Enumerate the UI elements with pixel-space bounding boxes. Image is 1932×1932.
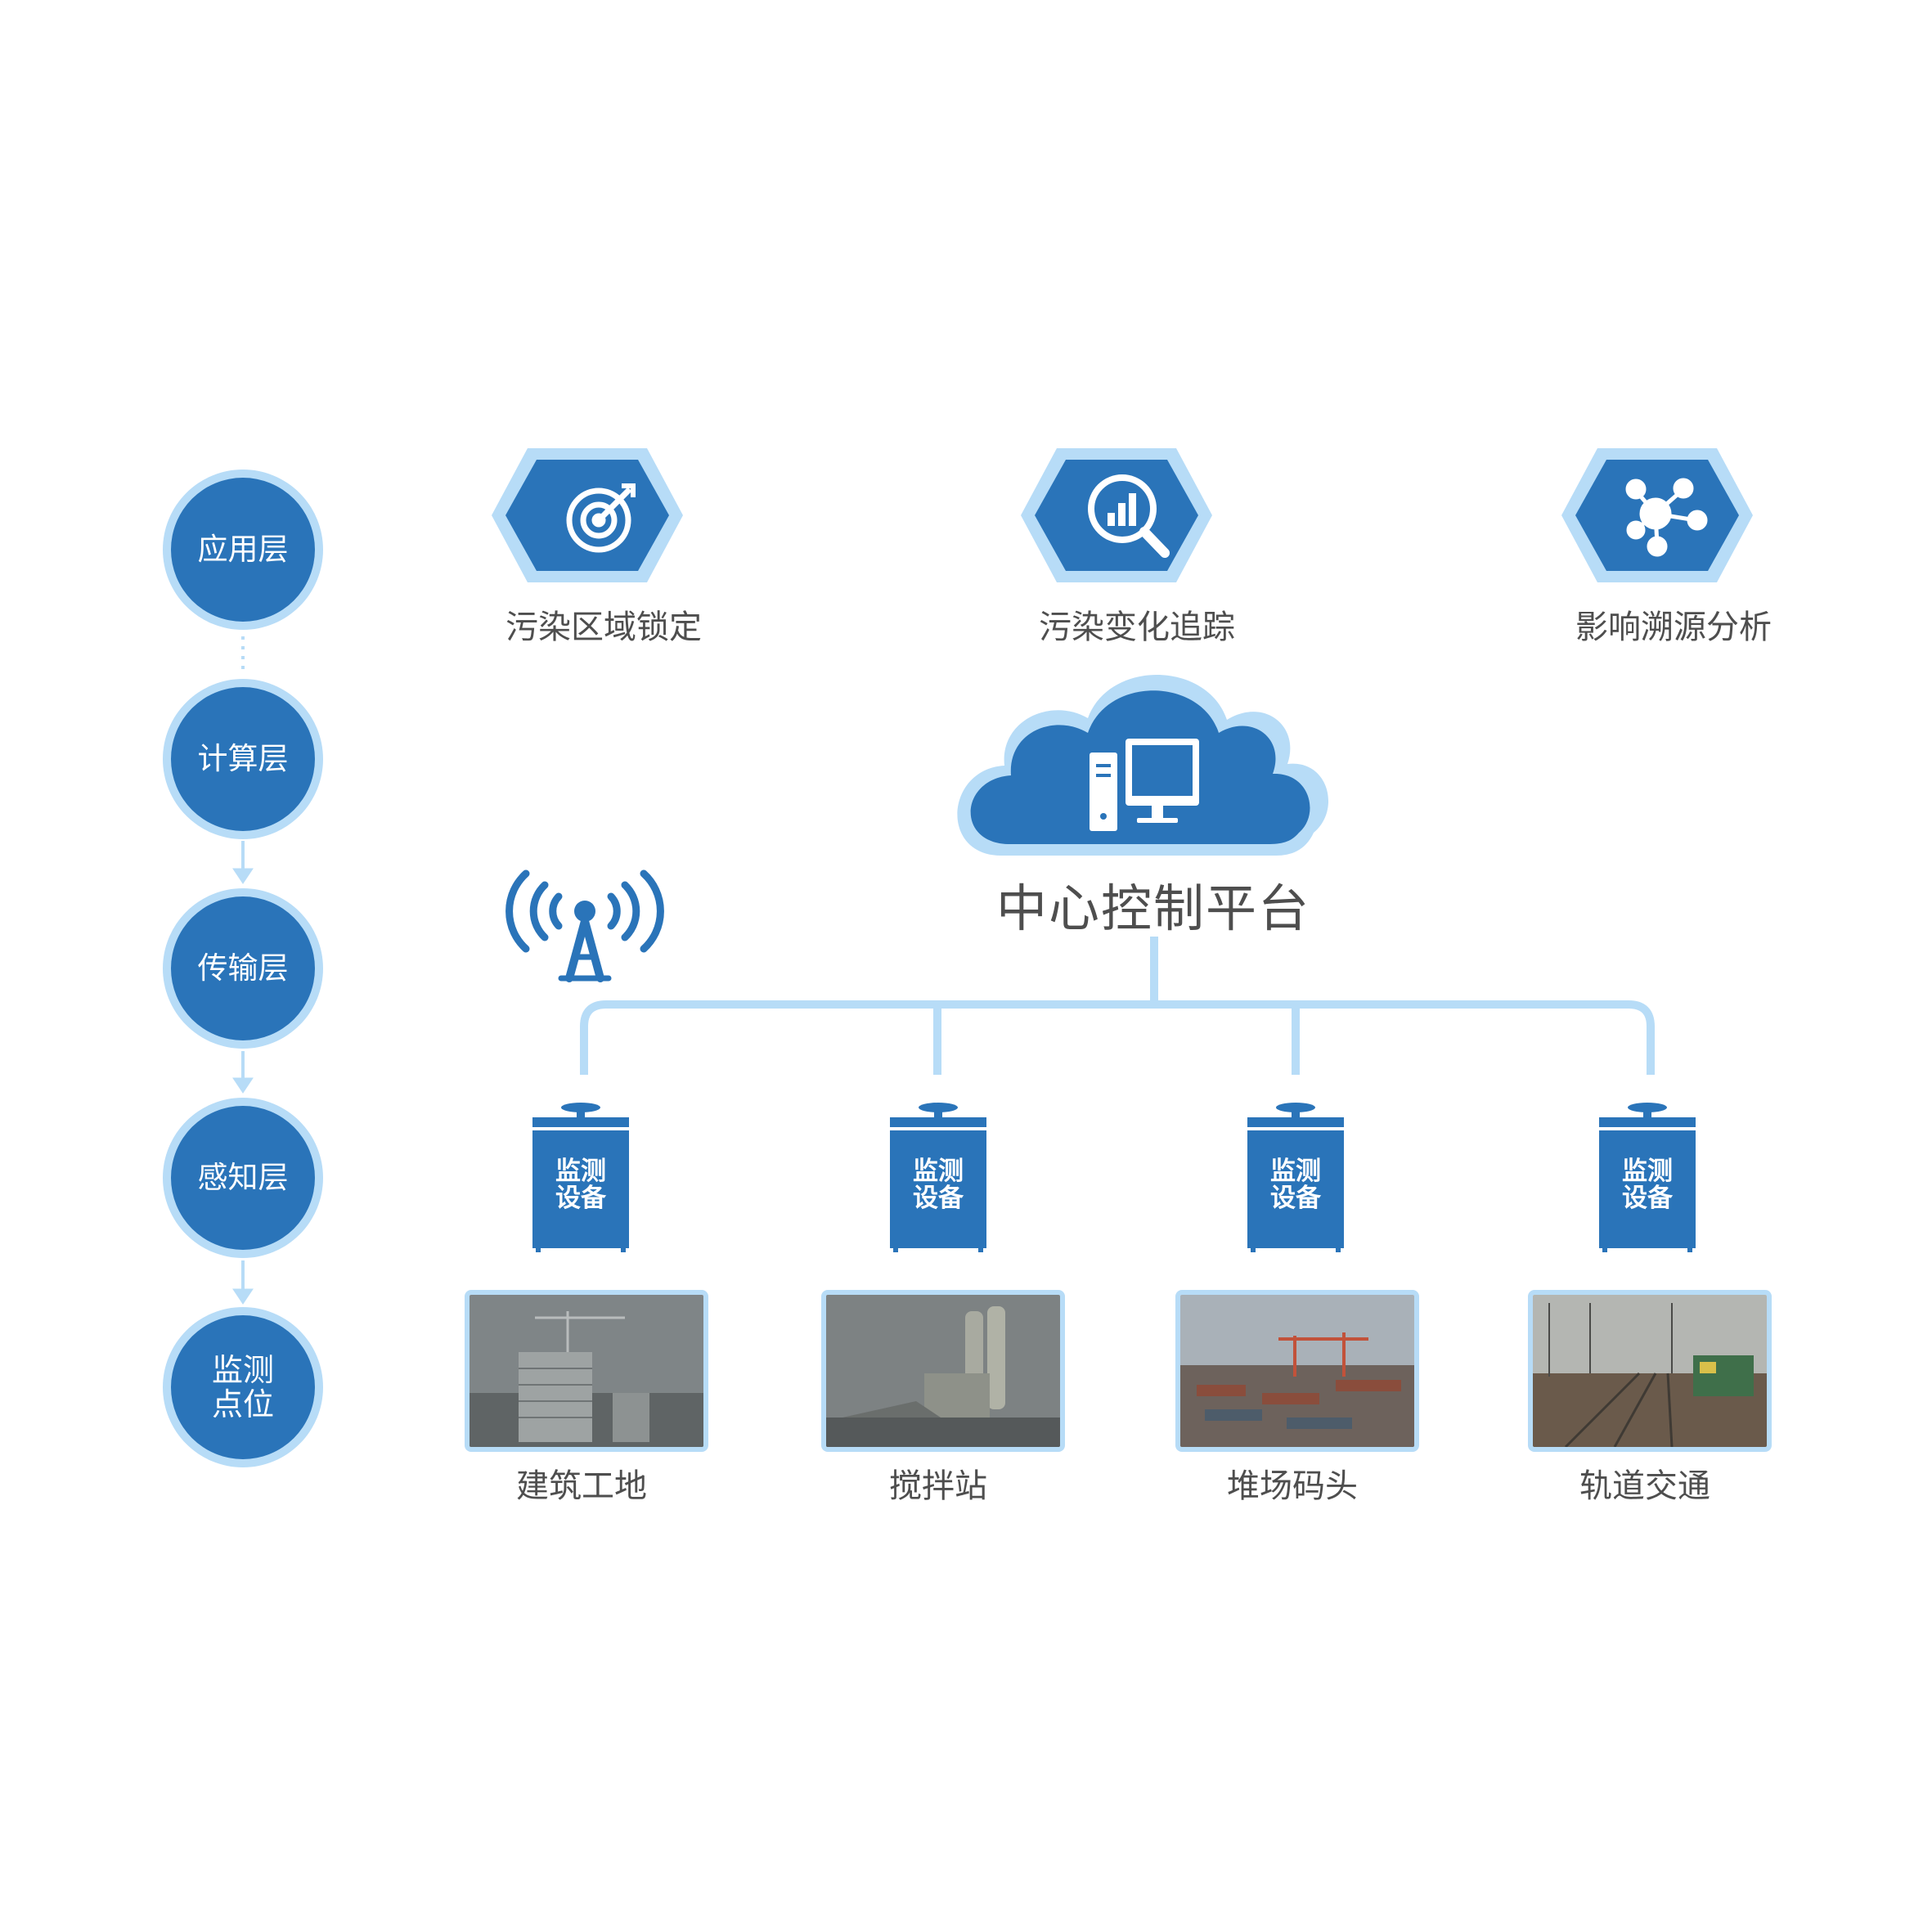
device-label: 监测 设备 [1622,1157,1673,1213]
cloud-shape [957,674,1329,856]
monitoring-device-box [1247,1103,1344,1252]
layer-label: 感知层 [197,1160,289,1195]
layer-application: 应用层 [171,478,315,622]
layer-arrow [232,1260,254,1305]
computer-cloud-icon [1090,739,1199,831]
monitoring-device-box [532,1103,629,1252]
layer-arrow [232,1051,254,1094]
container-terminal-photo [1175,1290,1419,1452]
function-label: 污染区域锁定 [505,609,702,646]
layer-computing: 计算层 [171,687,315,831]
signal-tower-icon [505,869,664,982]
construction-site-photo [465,1290,708,1452]
hexagon-target [492,448,683,582]
mixing-station-photo [821,1290,1065,1452]
monitoring-device-box [890,1103,986,1252]
device-label: 监测 设备 [1270,1157,1321,1213]
site-label: 轨道交通 [1579,1467,1710,1505]
device-label: 监测 设备 [555,1157,606,1213]
magnifier-chart-icon [1088,474,1170,558]
network-nodes-icon [1625,478,1708,557]
railway-photo [1528,1290,1772,1452]
layer-label: 监测 点位 [211,1352,274,1422]
layer-perception: 感知层 [171,1106,315,1250]
layer-transmission: 传输层 [171,896,315,1040]
layer-label: 计算层 [197,741,289,776]
distribution-lines [580,937,1655,1075]
layer-label: 应用层 [197,532,289,567]
layer-arrow [232,841,254,884]
site-label: 堆场码头 [1227,1467,1358,1505]
target-icon [566,483,636,553]
hexagon-magnifier [1021,448,1212,582]
monitoring-device-box [1599,1103,1696,1252]
function-label: 影响溯源分析 [1575,609,1772,646]
device-label: 监测 设备 [913,1157,964,1213]
layer-monitoring-point: 监测 点位 [171,1315,315,1459]
hexagon-network [1561,448,1753,582]
site-label: 搅拌站 [889,1467,987,1505]
function-label: 污染变化追踪 [1039,609,1235,646]
platform-title: 中心控制平台 [995,878,1310,938]
site-label: 建筑工地 [516,1467,647,1505]
layer-label: 传输层 [197,950,289,986]
